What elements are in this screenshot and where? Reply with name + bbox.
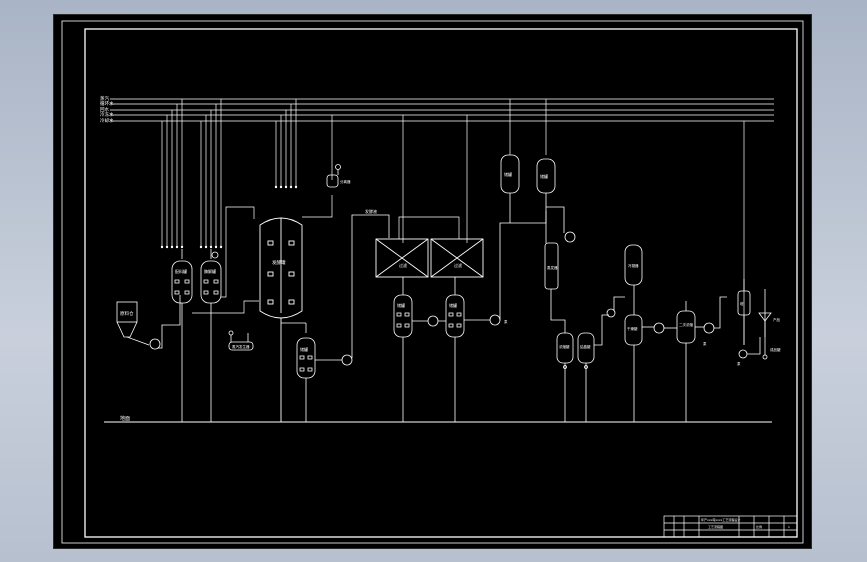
pipe-label-cooling-water: 冷却水: [100, 117, 114, 124]
title-block-sheet: 1: [788, 525, 790, 529]
tank-6-label: 结晶罐: [580, 344, 591, 349]
hopper-label: 原料仓: [120, 310, 134, 317]
tank-4-label: 储罐: [449, 302, 457, 308]
steam-generator-label: 蒸汽发生器: [232, 344, 250, 349]
tank-2-label: 酶解罐: [204, 268, 216, 274]
condenser-vessel: [606, 244, 643, 318]
tank-1-label: 配料罐: [175, 268, 187, 274]
pipe-label-chilled-water: 冷冻水: [100, 111, 114, 118]
filter-1-label: 过滤: [399, 262, 407, 268]
product-tank-label: 成品罐: [770, 347, 781, 352]
utility-drops-left: [161, 99, 745, 345]
pump-mid: [412, 315, 446, 327]
tank-5-label: 浓缩罐: [559, 344, 570, 349]
column-right-label: 塔: [740, 301, 744, 306]
drawing-frame-outer: [61, 20, 804, 544]
steam-generator: [228, 330, 254, 351]
process-flow-diagram: 蒸汽 循环水 回水 冷冻水 冷却水 地面: [61, 20, 804, 544]
vessel-top-2: [536, 158, 576, 243]
lower-storage-tank: [281, 214, 390, 422]
fermentation-reactor: [259, 217, 303, 422]
vessel-top-1-label: 储罐: [504, 171, 512, 177]
vessel-top-2-label: 储罐: [540, 173, 548, 179]
pump-r1-label: 泵: [703, 341, 707, 346]
raw-material-hopper: [116, 301, 150, 346]
ground-label: 地面: [120, 415, 130, 422]
title-block-scale: 比例: [756, 524, 762, 529]
filter-1: [375, 238, 429, 278]
separator-label: 分离器: [340, 179, 351, 184]
tank-3-label: 储罐: [397, 302, 405, 308]
feed-pump-left: [149, 295, 181, 350]
product-tank: [758, 289, 772, 360]
top-separator: [326, 164, 341, 188]
column-right: [737, 279, 761, 359]
filter-2-label: 过滤: [454, 262, 462, 268]
condenser-label: 冷凝器: [628, 263, 639, 268]
title-block-subtitle: 工艺流程图: [708, 524, 723, 529]
enzymolysis-tank-2: [200, 249, 222, 422]
cad-drawing-window: 蒸汽 循环水 回水 冷冻水 冷却水 地面: [53, 14, 812, 549]
storage-tank-3: [393, 277, 413, 422]
pump-mid-label: 泵: [504, 319, 508, 324]
drawing-frame-inner: [84, 28, 798, 538]
title-block-title: 年产xxx吨xxxx工艺流程设计: [701, 517, 740, 522]
crystallizer-tank-6: [577, 314, 609, 422]
second-concentration-tank: [676, 296, 727, 422]
pump-r2-label: 泵: [737, 361, 741, 366]
pipe-label-steam: 蒸汽: [100, 95, 109, 102]
line-label-broth: 发酵液: [365, 208, 377, 214]
pipe-label-circulating-water: 循环水: [100, 100, 114, 107]
tank-7-label: 干燥罐: [627, 326, 638, 331]
evaporator-column: [544, 242, 566, 333]
header-pipes: [110, 98, 774, 122]
tank-8-label: 二次浓缩: [679, 322, 693, 327]
vessel-top-1: [500, 154, 520, 223]
dryer-tank-7: [624, 314, 677, 422]
batching-tank-1: [171, 249, 193, 422]
concentrate-tank-5: [556, 332, 574, 422]
reactor-label: 发酵罐: [272, 259, 286, 266]
lower-tank-label: 储罐: [300, 346, 308, 352]
filter-2: [430, 238, 484, 278]
pipe-label-return-water: 回水: [100, 106, 109, 113]
title-block: [663, 515, 798, 538]
storage-tank-4: [445, 211, 547, 422]
product-label: 产品: [773, 317, 781, 322]
column-label: 蒸发器: [547, 265, 558, 270]
